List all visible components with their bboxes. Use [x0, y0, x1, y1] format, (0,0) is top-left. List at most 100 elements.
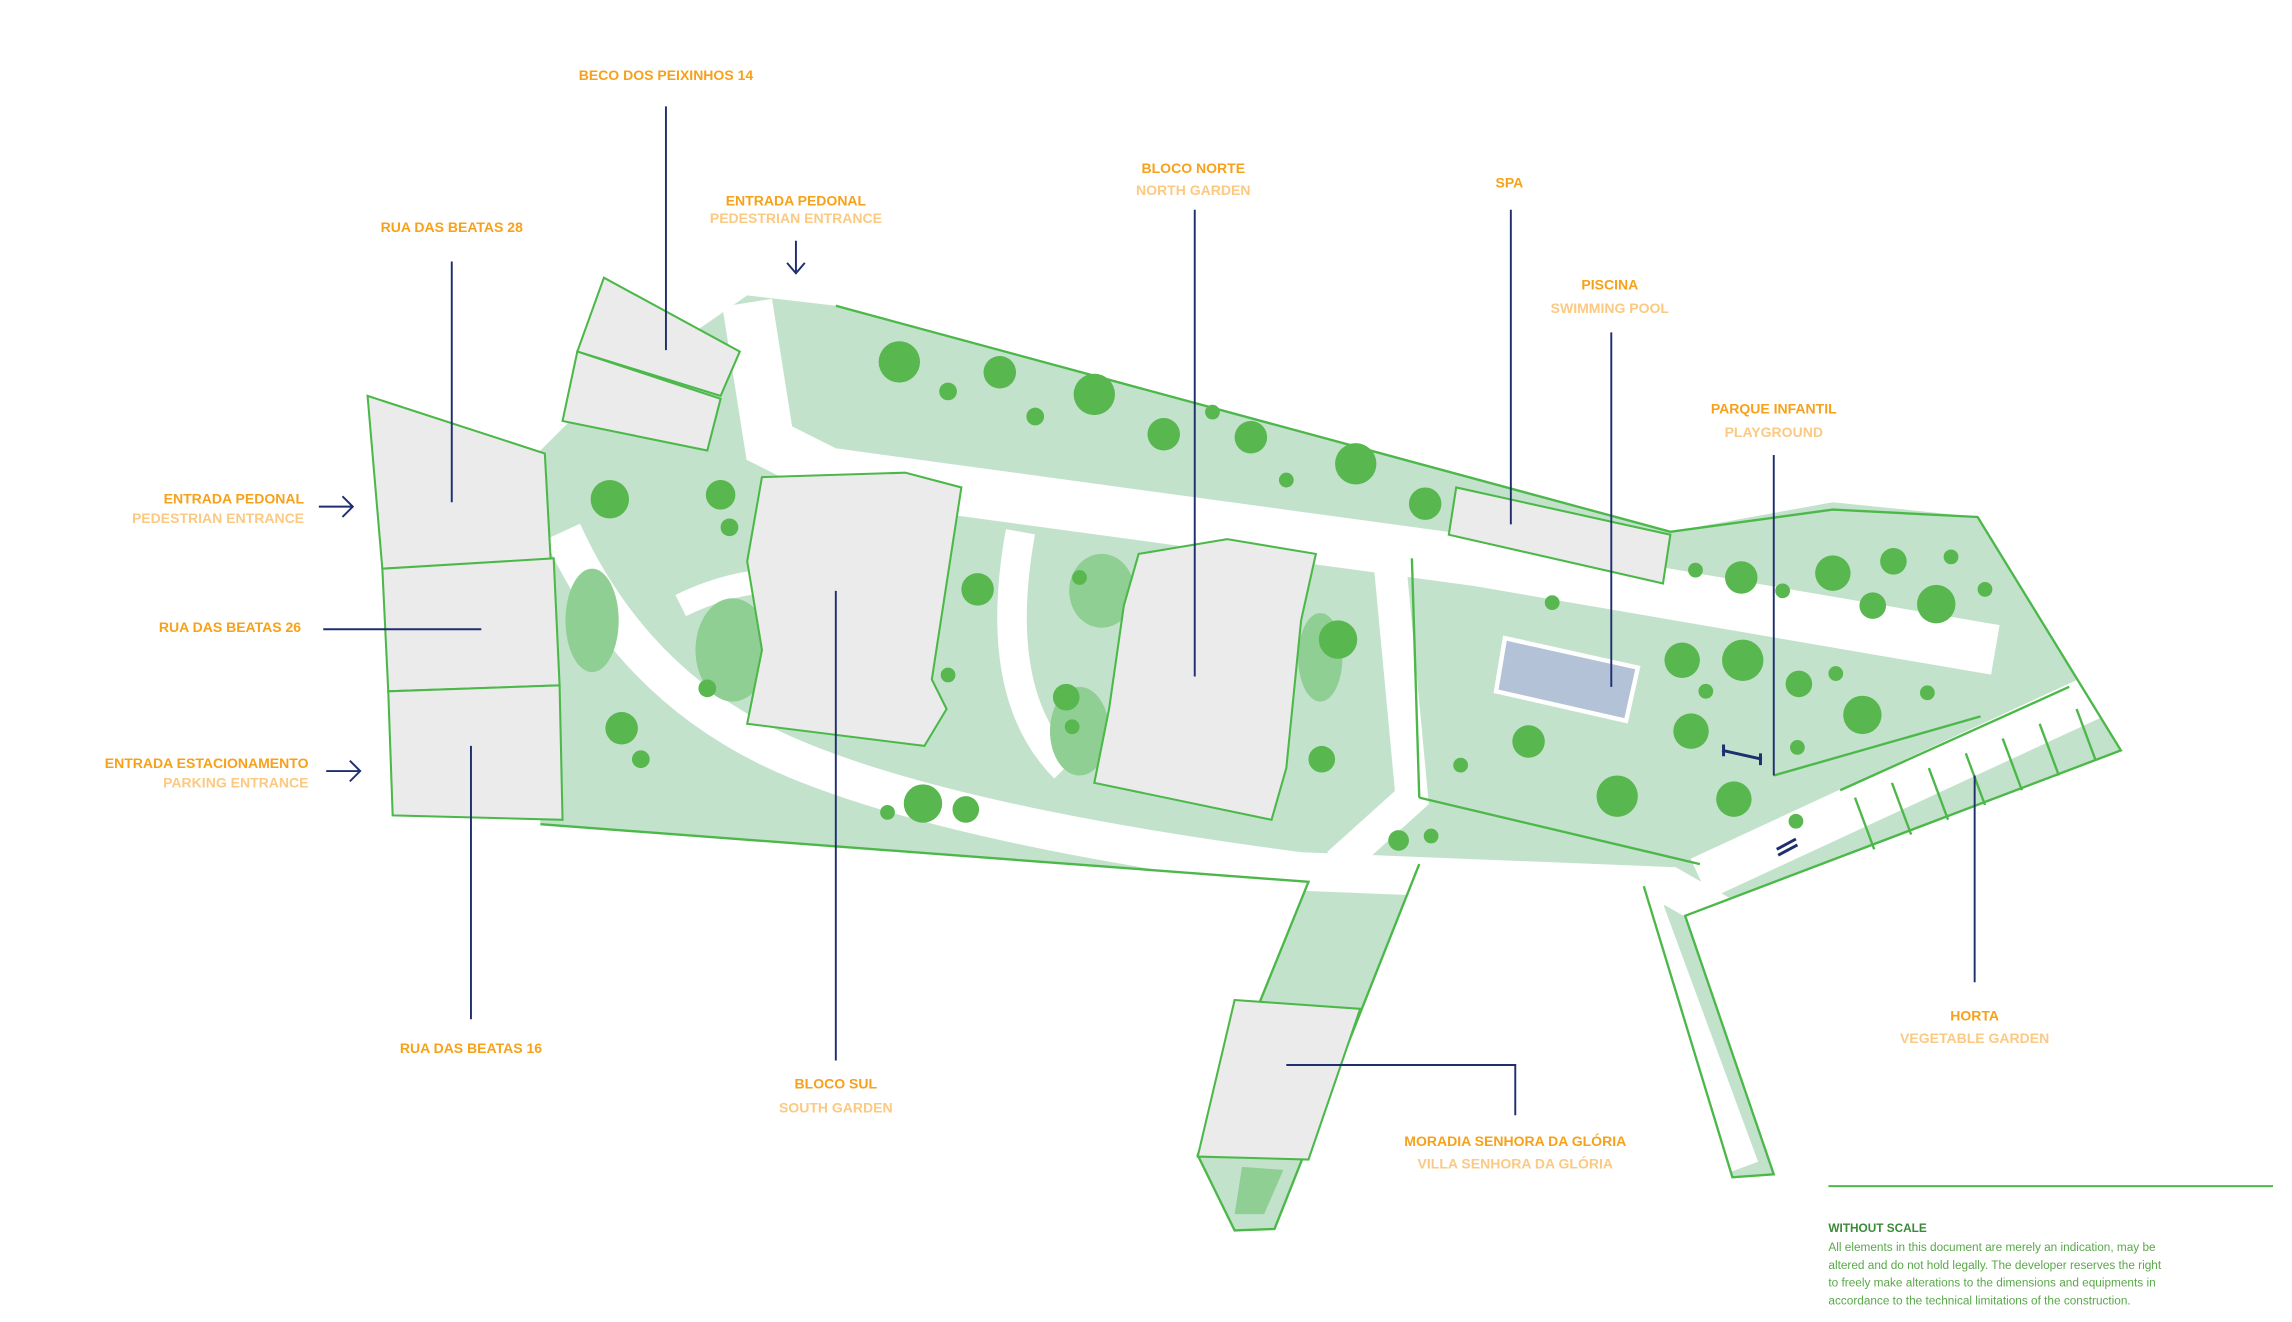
disclaimer-line: to freely make alterations to the dimens…	[1828, 1276, 2155, 1290]
tree-icon	[1859, 592, 1887, 619]
label-entrada-estacionamento: ENTRADA ESTACIONAMENTO	[105, 755, 309, 771]
tree-icon	[1072, 570, 1087, 585]
tree-icon	[1388, 830, 1409, 851]
tree-icon	[1596, 775, 1638, 817]
tree-icon	[1919, 685, 1935, 701]
tree-icon	[1843, 695, 1882, 735]
label-beco-dos-peixinhos: BECO DOS PEIXINHOS 14	[579, 67, 754, 83]
tree-icon	[952, 796, 980, 823]
disclaimer-line: altered and do not hold legally. The dev…	[1828, 1258, 2161, 1272]
building-rua-das-beatas-26	[381, 557, 561, 693]
tree-icon	[903, 784, 943, 823]
tree-icon	[1544, 595, 1560, 611]
tree-icon	[1977, 581, 1993, 597]
tree-icon	[983, 355, 1017, 389]
tree-icon	[1205, 404, 1220, 420]
building-spa	[1447, 486, 1672, 585]
tree-icon	[1716, 781, 1752, 817]
playground-bench-icon	[1721, 744, 1799, 857]
swimming-pool	[1493, 635, 1641, 724]
disclaimer-line: All elements in this document are merely…	[1828, 1240, 2156, 1254]
tree-icon	[1790, 740, 1805, 755]
label-parque-infantil: PARQUE INFANTIL	[1711, 401, 1837, 417]
tree-icon	[590, 480, 630, 519]
tree-icon	[1688, 562, 1703, 578]
tree-icon	[1423, 828, 1439, 844]
tree-icon	[1335, 443, 1377, 485]
label-entrada-pedonal-left: ENTRADA PEDONAL	[164, 491, 305, 507]
label-south-garden: SOUTH GARDEN	[779, 1099, 893, 1115]
label-bloco-norte: BLOCO NORTE	[1141, 160, 1245, 176]
tree-icon	[1278, 472, 1294, 488]
disclaimer: WITHOUT SCALE All elements in this docum…	[1828, 1185, 2274, 1307]
vegetable-garden-plots	[1853, 708, 2097, 850]
label-swimming-pool: SWIMMING POOL	[1551, 300, 1670, 316]
tree-icon	[698, 679, 717, 698]
tree-icon	[705, 480, 736, 510]
tree-icon	[1788, 813, 1804, 829]
leader-lines	[318, 106, 1976, 1116]
tree-icon	[1917, 584, 1956, 624]
label-north-garden: NORTH GARDEN	[1136, 182, 1250, 198]
tree-icon	[939, 382, 957, 401]
tree-icon	[1828, 666, 1844, 681]
tree-icon	[1880, 548, 1907, 575]
tree-icon	[1064, 719, 1080, 735]
building-rua-das-beatas-28	[366, 394, 552, 570]
tree-icon	[1147, 418, 1180, 451]
tree-icon	[1512, 725, 1545, 758]
disclaimer-line: accordance to the technical limitations …	[1828, 1293, 2130, 1307]
disclaimer-title: WITHOUT SCALE	[1828, 1221, 1926, 1235]
tree-icon	[1453, 757, 1469, 773]
label-bloco-sul: BLOCO SUL	[795, 1076, 878, 1092]
tree-icon	[1026, 407, 1045, 426]
label-vegetable-garden: VEGETABLE GARDEN	[1900, 1030, 2049, 1046]
building-moradia	[1196, 998, 1362, 1161]
label-parking-entrance: PARKING ENTRANCE	[163, 774, 308, 790]
tree-icon	[631, 750, 650, 769]
label-entrada-pedonal-top: ENTRADA PEDONAL	[726, 192, 867, 208]
trees	[590, 341, 1993, 851]
tree-icon	[1698, 683, 1714, 699]
tree-icon	[1408, 487, 1442, 520]
label-pedestrian-entrance-top: PEDESTRIAN ENTRANCE	[710, 210, 882, 226]
building-bloco-sul	[745, 471, 963, 748]
building-rua-das-beatas-16	[387, 684, 564, 821]
label-horta: HORTA	[1950, 1008, 1999, 1024]
tree-icon	[1722, 639, 1764, 681]
label-rua-das-beatas-16: RUA DAS BEATAS 16	[400, 1040, 542, 1056]
label-rua-das-beatas-26: RUA DAS BEATAS 26	[159, 619, 301, 635]
tree-icon	[1073, 373, 1115, 416]
label-moradia: MORADIA SENHORA DA GLÓRIA	[1404, 1132, 1626, 1149]
tree-icon	[940, 667, 956, 683]
tree-icon	[880, 805, 895, 820]
tree-icon	[1664, 642, 1700, 678]
tree-icon	[1318, 620, 1358, 659]
label-pedestrian-entrance-left: PEDESTRIAN ENTRANCE	[132, 510, 304, 526]
label-rua-das-beatas-28: RUA DAS BEATAS 28	[381, 219, 523, 235]
tree-icon	[1725, 561, 1758, 594]
building-beco-dos-peixinhos	[575, 276, 742, 398]
tree-icon	[720, 518, 739, 537]
tree-icon	[1775, 583, 1791, 599]
label-piscina: PISCINA	[1581, 277, 1638, 293]
tree-icon	[1943, 549, 1959, 565]
tree-icon	[1234, 420, 1268, 454]
tree-icon	[878, 341, 921, 383]
tree-icon	[961, 573, 994, 606]
arrow-right-icon	[318, 495, 355, 518]
label-spa: SPA	[1495, 175, 1523, 191]
tree-icon	[1308, 745, 1336, 773]
buildings	[366, 276, 1799, 1161]
tree-icon	[1785, 670, 1813, 698]
tree-icon	[1673, 713, 1709, 749]
labels: BECO DOS PEIXINHOS 14 RUA DAS BEATAS 28 …	[105, 67, 2050, 1172]
building-bloco-norte	[1093, 538, 1318, 821]
tree-icon	[1052, 683, 1080, 711]
label-playground: PLAYGROUND	[1725, 424, 1823, 440]
label-villa: VILLA SENHORA DA GLÓRIA	[1418, 1154, 1613, 1171]
arrow-right-icon	[326, 760, 362, 783]
arrow-down-icon	[786, 240, 806, 275]
tree-icon	[605, 711, 638, 745]
